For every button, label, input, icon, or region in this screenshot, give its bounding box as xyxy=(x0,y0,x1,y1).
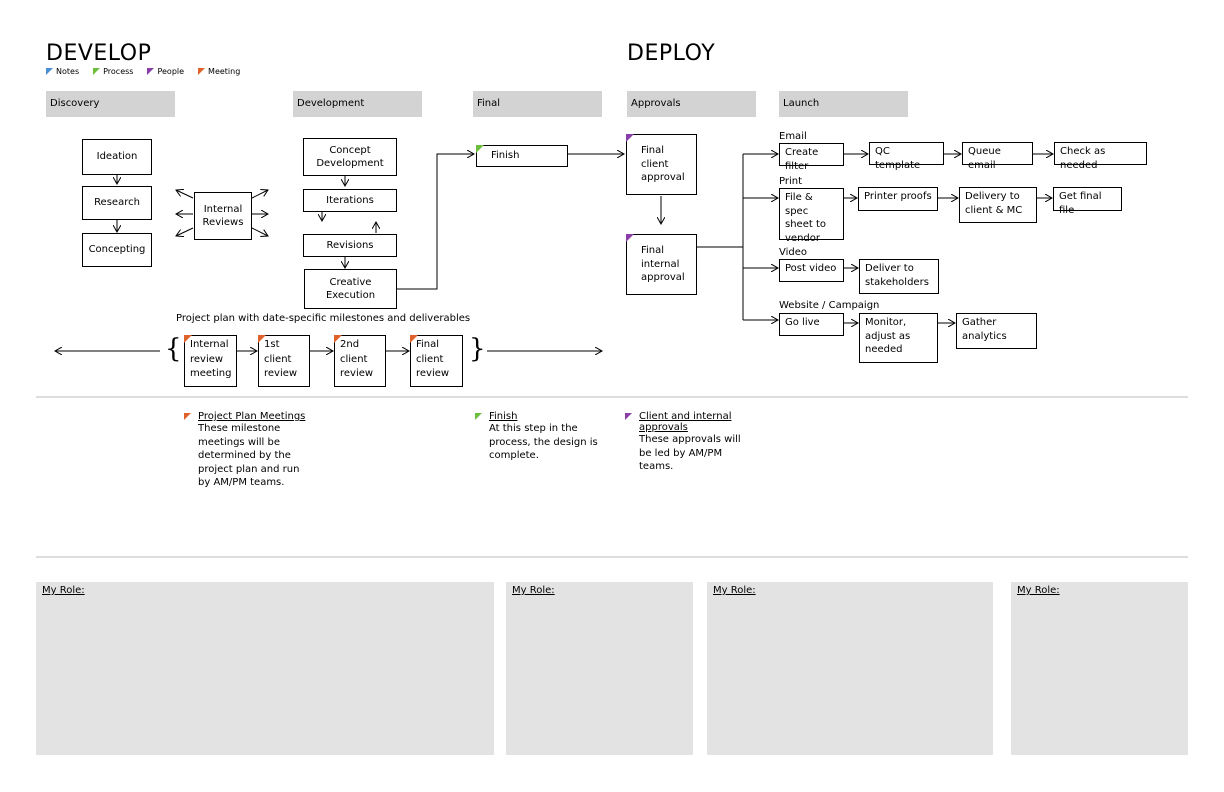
left-brace: { xyxy=(165,334,182,364)
people-marker-icon xyxy=(625,413,632,420)
delivery-to-client-box: Delivery to client & MC xyxy=(959,187,1037,223)
role-panel-approvals[interactable]: My Role: xyxy=(707,582,993,755)
note-body: These approvals will be led by AM/PM tea… xyxy=(639,434,741,472)
note-project-plan-meetings: Project Plan Meetings These milestone me… xyxy=(184,411,309,490)
note-body: At this step in the process, the design … xyxy=(489,423,598,461)
role-label: My Role: xyxy=(42,585,85,596)
monitor-adjust-box: Monitor, adjust as needed xyxy=(859,313,938,363)
post-video-box: Post video xyxy=(779,259,844,282)
deploy-heading: DEPLOY xyxy=(627,41,716,66)
meeting-marker-icon xyxy=(184,413,191,420)
meeting-marker-icon xyxy=(198,68,206,75)
right-brace: } xyxy=(469,334,486,364)
people-marker-icon xyxy=(626,134,634,142)
project-plan-caption: Project plan with date-specific mileston… xyxy=(176,313,471,324)
role-label: My Role: xyxy=(1017,585,1060,596)
file-spec-sheet-box: File & spec sheet to vendor xyxy=(779,188,844,244)
queue-email-box: Queue email xyxy=(962,142,1033,171)
legend-people-label: People xyxy=(157,67,185,76)
deliver-to-stakeholders-box: Deliver to stakeholders xyxy=(859,259,939,294)
final-client-approval-label: Final client approval xyxy=(641,145,685,183)
legend-people: People xyxy=(147,67,184,76)
phase-approvals: Approvals xyxy=(627,91,756,117)
role-panel-launch[interactable]: My Role: xyxy=(1011,582,1188,755)
first-client-review-box: 1st client review xyxy=(258,335,310,387)
final-internal-approval-label: Final internal approval xyxy=(641,245,685,283)
process-marker-icon xyxy=(93,68,101,75)
internal-review-meeting-box: Internal review meeting xyxy=(184,335,237,387)
revisions-box: Revisions xyxy=(303,234,397,257)
research-box: Research xyxy=(82,186,152,220)
note-approvals: Client and internal approvals These appr… xyxy=(625,411,755,474)
iterations-box: Iterations xyxy=(303,189,397,212)
people-marker-icon xyxy=(147,68,155,75)
second-client-review-box: 2nd client review xyxy=(334,335,386,387)
print-label: Print xyxy=(779,176,803,187)
notes-marker-icon xyxy=(46,68,53,75)
people-marker-icon xyxy=(626,234,634,242)
phase-launch: Launch xyxy=(779,91,908,117)
qc-template-box: QC template xyxy=(869,142,944,171)
printer-proofs-box: Printer proofs xyxy=(858,187,938,211)
first-client-review-label: 1st client review xyxy=(264,339,298,379)
note-body: These milestone meetings will be determi… xyxy=(198,423,300,488)
final-internal-approval-box: Final internal approval xyxy=(626,234,697,295)
check-as-needed-box: Check as needed xyxy=(1054,142,1147,171)
role-panel-develop[interactable]: My Role: xyxy=(36,582,494,755)
meeting-marker-icon xyxy=(410,335,418,343)
internal-reviews-box: Internal Reviews xyxy=(194,192,252,240)
note-title: Client and internal approvals xyxy=(639,411,732,433)
final-client-approval-box: Final client approval xyxy=(626,134,697,195)
second-client-review-label: 2nd client review xyxy=(340,339,374,379)
email-label: Email xyxy=(779,131,807,142)
meeting-marker-icon xyxy=(184,335,192,343)
final-client-review-label: Final client review xyxy=(416,339,450,379)
role-label: My Role: xyxy=(512,585,555,596)
get-final-file-box: Get final file xyxy=(1053,187,1122,216)
develop-heading: DEVELOP xyxy=(46,41,152,66)
legend-process-label: Process xyxy=(103,67,134,76)
phase-final: Final xyxy=(473,91,602,117)
gather-analytics-box: Gather analytics xyxy=(956,313,1037,349)
legend-notes: Notes xyxy=(46,67,79,76)
concepting-box: Concepting xyxy=(82,233,152,267)
process-marker-icon xyxy=(475,413,482,420)
video-label: Video xyxy=(779,247,808,258)
role-panel-final[interactable]: My Role: xyxy=(506,582,693,755)
internal-review-meeting-label: Internal review meeting xyxy=(190,339,232,379)
note-title: Project Plan Meetings xyxy=(198,411,306,422)
legend: Notes Process People Meeting xyxy=(46,67,240,76)
note-finish: Finish At this step in the process, the … xyxy=(475,411,600,463)
phase-development: Development xyxy=(293,91,422,117)
go-live-box: Go live xyxy=(779,313,844,336)
legend-process: Process xyxy=(93,67,133,76)
website-campaign-label: Website / Campaign xyxy=(779,300,880,311)
concept-development-box: Concept Development xyxy=(303,138,397,176)
legend-meeting: Meeting xyxy=(198,67,240,76)
finish-label: Finish xyxy=(491,150,520,161)
meeting-marker-icon xyxy=(334,335,342,343)
legend-meeting-label: Meeting xyxy=(208,67,241,76)
note-title: Finish xyxy=(489,411,518,422)
ideation-box: Ideation xyxy=(82,139,152,175)
creative-execution-box: Creative Execution xyxy=(304,269,397,309)
create-filter-box: Create filter xyxy=(779,143,844,172)
legend-notes-label: Notes xyxy=(56,67,80,76)
phase-discovery: Discovery xyxy=(46,91,175,117)
finish-box: Finish xyxy=(476,145,568,167)
final-client-review-box: Final client review xyxy=(410,335,463,387)
process-marker-icon xyxy=(476,145,484,153)
meeting-marker-icon xyxy=(258,335,266,343)
role-label: My Role: xyxy=(713,585,756,596)
